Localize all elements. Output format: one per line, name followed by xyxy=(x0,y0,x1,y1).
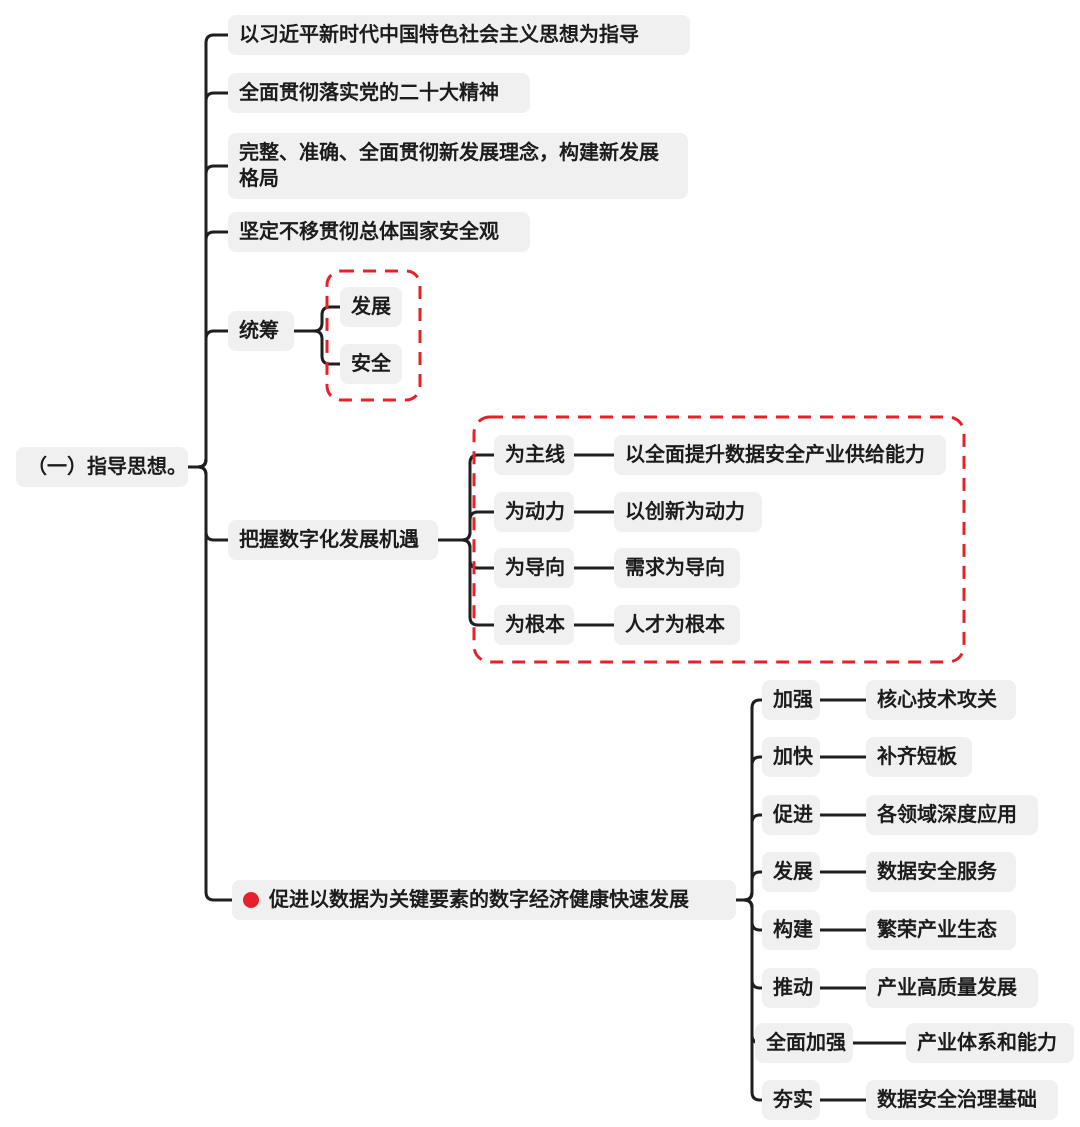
promote-data-economy-child-connectors xyxy=(732,698,910,1102)
node-branch-6-child-0-leaf[interactable]: 核心技术攻关 xyxy=(866,680,1016,720)
node-label: 构建 xyxy=(773,919,813,941)
node-branch-0[interactable]: 以习近平新时代中国特色社会主义思想为指导 xyxy=(228,15,690,55)
node-branch-5-child-3-leaf[interactable]: 人才为根本 xyxy=(614,605,740,645)
red-dot-marker xyxy=(243,892,259,908)
node-branch-6-child-3[interactable]: 发展 xyxy=(762,852,820,892)
red-dashed-boundary-large xyxy=(472,415,966,664)
node-branch-6-child-2[interactable]: 促进 xyxy=(762,795,820,835)
node-label: 统筹 xyxy=(239,320,279,342)
node-branch-6-child-1[interactable]: 加快 xyxy=(762,737,820,777)
node-label: 完整、准确、全面贯彻新发展理念，构建新发展格局 xyxy=(239,142,659,190)
node-branch-6-child-4[interactable]: 构建 xyxy=(762,910,820,950)
node-label: 补齐短板 xyxy=(877,746,957,768)
digital-opportunity-child-connectors xyxy=(434,453,618,627)
node-label: 把握数字化发展机遇 xyxy=(239,529,419,551)
node-branch-6-child-6-leaf[interactable]: 产业体系和能力 xyxy=(906,1023,1074,1063)
node-branch-6-child-0[interactable]: 加强 xyxy=(762,680,820,720)
node-label: 人才为根本 xyxy=(625,614,725,636)
node-branch-4-child-0[interactable]: 发展 xyxy=(340,287,402,327)
node-label: 繁荣产业生态 xyxy=(877,919,997,941)
node-label: 加快 xyxy=(773,746,813,768)
node-label: 发展 xyxy=(351,296,391,318)
node-branch-6-child-7[interactable]: 夯实 xyxy=(762,1080,820,1120)
red-dashed-boundary-small xyxy=(325,269,422,402)
node-label: 为导向 xyxy=(505,557,565,579)
node-label: 以习近平新时代中国特色社会主义思想为指导 xyxy=(239,24,639,46)
node-branch-1[interactable]: 全面贯彻落实党的二十大精神 xyxy=(228,73,530,113)
node-label: 产业高质量发展 xyxy=(877,977,1017,999)
node-branch-5-child-2-leaf[interactable]: 需求为导向 xyxy=(614,548,740,588)
node-branch-6-child-5-leaf[interactable]: 产业高质量发展 xyxy=(866,968,1038,1008)
node-label: 各领域深度应用 xyxy=(877,804,1017,826)
node-label: 数据安全服务 xyxy=(877,861,997,883)
node-branch-5-child-0[interactable]: 为主线 xyxy=(494,435,574,475)
node-branch-4-child-1[interactable]: 安全 xyxy=(340,344,402,384)
node-label: 全面加强 xyxy=(766,1032,846,1054)
node-root[interactable]: （一）指导思想。 xyxy=(16,447,188,487)
node-branch-6-child-5[interactable]: 推动 xyxy=(762,968,820,1008)
node-branch-6-child-1-leaf[interactable]: 补齐短板 xyxy=(866,737,972,777)
node-branch-6-child-3-leaf[interactable]: 数据安全服务 xyxy=(866,852,1016,892)
node-branch-5-child-1[interactable]: 为动力 xyxy=(494,492,574,532)
tongchou-child-connectors xyxy=(292,305,346,366)
node-label: 全面贯彻落实党的二十大精神 xyxy=(239,82,499,104)
node-branch-3[interactable]: 坚定不移贯彻总体国家安全观 xyxy=(228,212,530,252)
node-branch-2[interactable]: 完整、准确、全面贯彻新发展理念，构建新发展格局 xyxy=(228,133,688,199)
node-branch-5-child-0-leaf[interactable]: 以全面提升数据安全产业供给能力 xyxy=(614,435,946,475)
node-branch-4[interactable]: 统筹 xyxy=(228,311,294,351)
node-label: （一）指导思想。 xyxy=(27,456,187,478)
node-label: 为动力 xyxy=(505,501,565,523)
node-branch-6-child-6[interactable]: 全面加强 xyxy=(755,1023,853,1063)
node-label: 夯实 xyxy=(773,1089,813,1111)
node-branch-5-child-2[interactable]: 为导向 xyxy=(494,548,574,588)
node-label: 推动 xyxy=(773,977,813,999)
node-branch-5[interactable]: 把握数字化发展机遇 xyxy=(228,520,438,560)
node-label: 需求为导向 xyxy=(625,557,725,579)
node-branch-6[interactable]: 促进以数据为关键要素的数字经济健康快速发展 xyxy=(232,880,736,920)
node-label: 发展 xyxy=(773,861,813,883)
node-label: 加强 xyxy=(773,689,813,711)
node-label: 以创新为动力 xyxy=(625,501,745,523)
node-branch-6-child-2-leaf[interactable]: 各领域深度应用 xyxy=(866,795,1038,835)
node-label: 为主线 xyxy=(505,444,565,466)
node-label: 数据安全治理基础 xyxy=(877,1089,1037,1111)
node-branch-5-child-1-leaf[interactable]: 以创新为动力 xyxy=(614,492,762,532)
root-branch-connectors xyxy=(184,33,238,902)
node-label: 核心技术攻关 xyxy=(877,689,997,711)
node-label: 促进 xyxy=(773,804,813,826)
node-label: 安全 xyxy=(351,353,391,375)
node-branch-5-child-3[interactable]: 为根本 xyxy=(494,605,574,645)
node-label: 以全面提升数据安全产业供给能力 xyxy=(625,444,925,466)
node-label: 促进以数据为关键要素的数字经济健康快速发展 xyxy=(269,889,689,911)
node-branch-6-child-7-leaf[interactable]: 数据安全治理基础 xyxy=(866,1080,1058,1120)
node-label: 坚定不移贯彻总体国家安全观 xyxy=(239,221,499,243)
node-branch-6-child-4-leaf[interactable]: 繁荣产业生态 xyxy=(866,910,1016,950)
highlight-boundaries xyxy=(325,269,966,664)
node-label: 为根本 xyxy=(505,614,565,636)
node-label: 产业体系和能力 xyxy=(917,1032,1057,1054)
